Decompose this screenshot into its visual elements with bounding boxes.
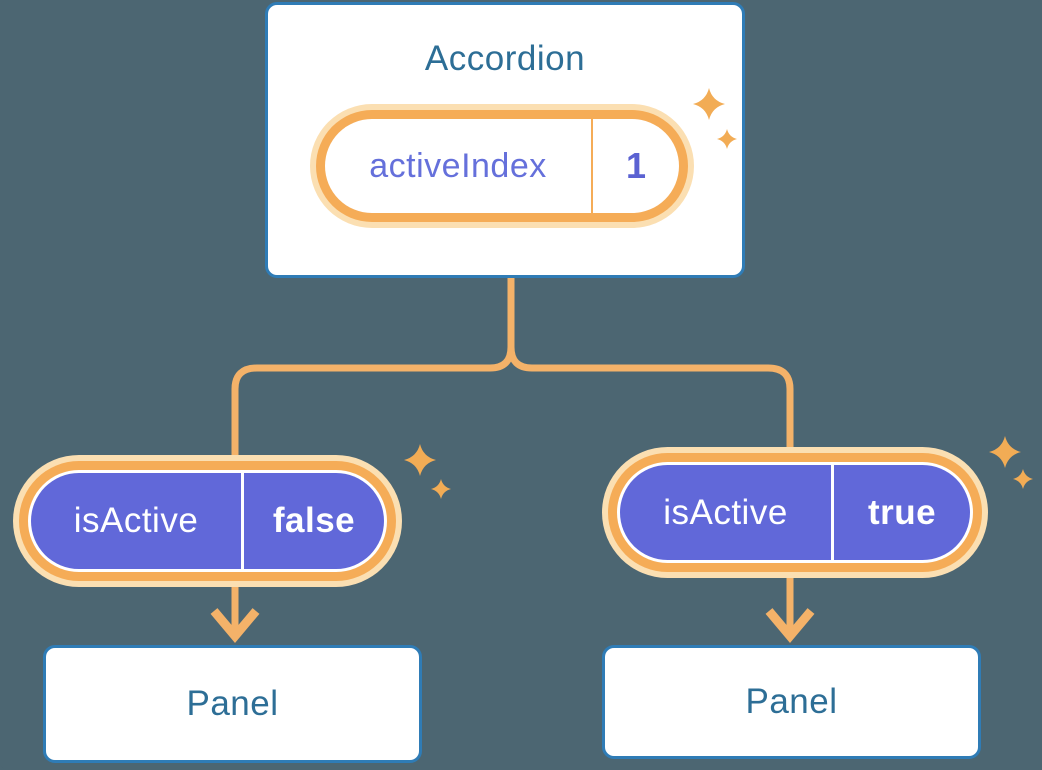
pill-divider — [831, 465, 834, 560]
prop-value: false — [272, 501, 356, 540]
panel-card-left: Panel — [43, 645, 422, 763]
pill-divider — [591, 119, 593, 213]
state-pill-ring: activeIndex 1 — [316, 110, 688, 222]
prop-name: isActive — [73, 501, 199, 540]
connector-right — [507, 275, 794, 462]
prop-pill-isactive-right: isActive true — [602, 447, 988, 578]
panel-card-right: Panel — [602, 645, 981, 759]
prop-pill-ring: isActive true — [608, 453, 982, 572]
prop-pill-isactive-left: isActive false — [13, 455, 402, 587]
arrow-right-head-icon — [765, 608, 815, 643]
prop-pill-ring: isActive false — [19, 461, 396, 581]
prop-name: isActive — [663, 492, 788, 532]
prop-value: true — [867, 492, 937, 532]
accordion-title: Accordion — [424, 39, 586, 78]
connector-left — [231, 275, 515, 470]
state-name: activeIndex — [369, 146, 547, 185]
state-value: 1 — [625, 145, 647, 186]
pill-divider — [241, 473, 244, 569]
state-pill-activeindex: activeIndex 1 — [310, 104, 694, 228]
arrow-left-head-icon — [210, 608, 260, 643]
panel-label: Panel — [186, 684, 279, 723]
panel-label: Panel — [745, 682, 838, 721]
